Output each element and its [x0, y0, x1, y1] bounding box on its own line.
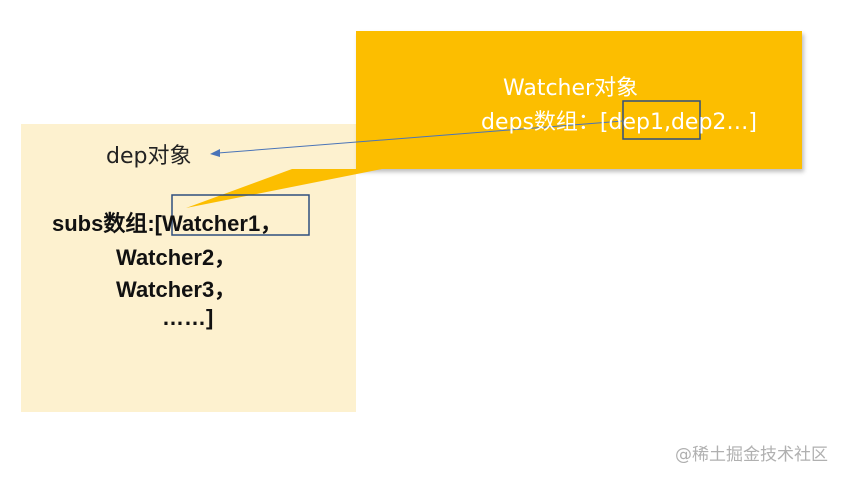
- dep1-highlight-box: [622, 100, 701, 140]
- watcher-object-title: Watcher对象: [503, 76, 639, 101]
- watcher1-highlight-box: [171, 194, 310, 236]
- dep-object-title: dep对象: [106, 144, 192, 169]
- subs-array-line-1: subs数组:[Watcher1，: [52, 211, 283, 236]
- subs-array-line-2: Watcher2，: [116, 245, 237, 270]
- subs-array-line-4: ……]: [162, 305, 214, 330]
- dep-reference-arrowhead: [210, 149, 220, 157]
- watermark: @稀土掘金技术社区: [675, 445, 828, 465]
- subs-array-line-3: Watcher3，: [116, 277, 237, 302]
- deps-array-line: deps数组：[dep1,dep2…]: [481, 110, 758, 135]
- watcher-object-box: [356, 31, 802, 169]
- dep-reference-arrow: [217, 120, 624, 154]
- callout-pointer: [186, 169, 382, 208]
